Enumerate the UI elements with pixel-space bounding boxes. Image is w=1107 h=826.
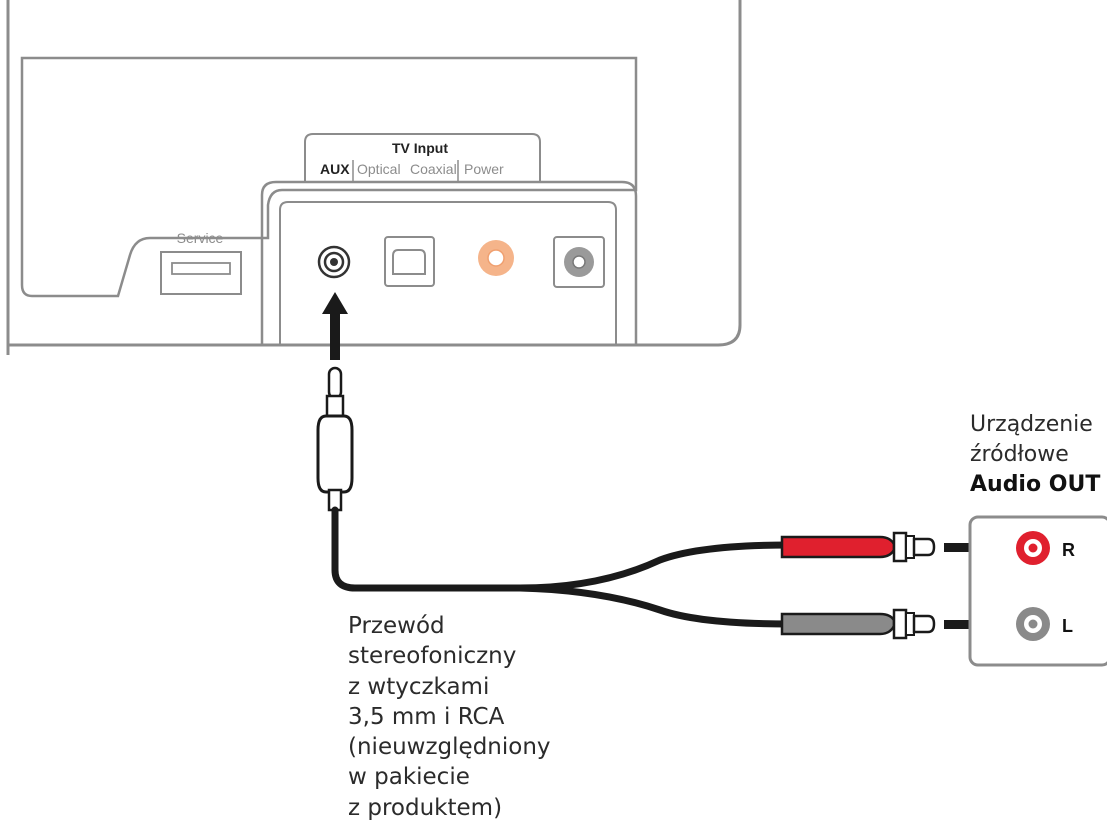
cable-description-line: stereofoniczny [348,643,517,670]
soundbar-rear-panel: TV Input AUX Optical Coaxial Power Servi… [6,0,742,355]
source-device-panel: R L [968,515,1107,667]
rca-jack-gray [1016,607,1050,641]
right-channel-label: R [1062,540,1075,560]
source-device-line-1: Urządzenie [970,412,1093,437]
power-port [553,236,605,288]
aux-jack [317,245,351,279]
mini-jack-plug [316,366,354,512]
tv-input-label-box [304,133,541,182]
cable-description-line: 3,5 mm i RCA [348,703,505,730]
rca-jack-red [1016,531,1050,565]
service-label: Service [177,230,224,246]
source-device-caption: Urządzenie źródłowe Audio OUT [970,410,1100,500]
cable-description-line: z produktem) [348,794,503,821]
aux-label: AUX [320,161,350,177]
cable-description-line: Przewód [348,613,445,639]
coaxial-port [478,240,514,276]
aux-insert-arrow [322,292,348,360]
optical-port [384,236,435,287]
service-usb-slot [171,262,231,275]
optical-label: Optical [357,161,401,177]
rca-plug-red [780,531,936,563]
coaxial-label: Coaxial [410,161,457,177]
tv-input-label: TV Input [392,140,448,156]
service-usb-port [160,251,242,295]
power-label: Power [464,161,504,177]
source-device-line-2: źródłowe [970,442,1069,467]
source-device-line-3: Audio OUT [970,472,1101,497]
inner-panel-outline [20,56,638,298]
rca-plug-gray [780,608,936,640]
cable-description-line: w pakiecie [348,764,470,791]
stereo-cable [331,506,794,628]
cable-description: Przewód stereofoniczny z wtyczkami 3,5 m… [348,611,551,823]
connector-bay-outline [260,180,638,345]
left-channel-label: L [1062,616,1073,636]
cable-description-line: z wtyczkami [348,673,490,700]
soundbar-body-outline [6,0,742,355]
cable-description-line: (nieuwzględniony [348,734,551,761]
connector-bay-inner [279,201,617,345]
